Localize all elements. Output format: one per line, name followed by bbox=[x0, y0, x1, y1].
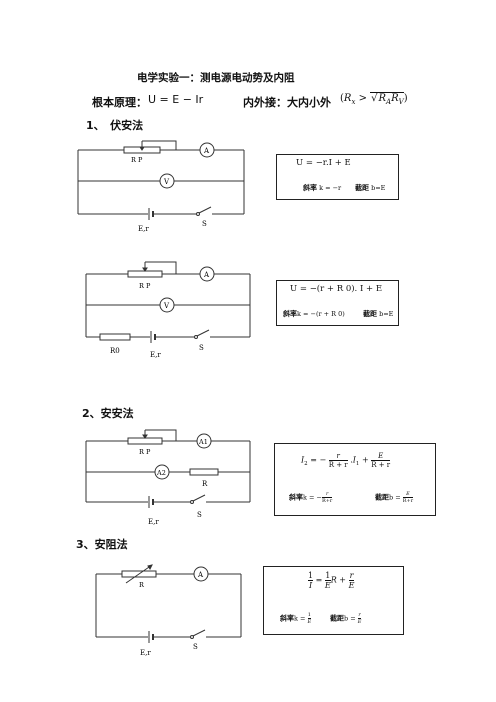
box1-slope-label: 斜率 bbox=[303, 184, 317, 192]
box1-intercept-label: 截距 bbox=[355, 184, 369, 192]
c3-ammeter2-label: A2 bbox=[156, 469, 166, 477]
c2-rp-label: R P bbox=[139, 282, 151, 290]
section-3-heading: 3、安阻法 bbox=[76, 538, 128, 551]
c3-r-label: R bbox=[202, 480, 208, 488]
box2-intercept: b=E bbox=[379, 310, 394, 318]
section-1-heading: 1、 伏安法 bbox=[86, 119, 144, 132]
c4-r-label: R bbox=[139, 581, 145, 589]
c1-switch-label: S bbox=[202, 220, 207, 228]
page-title: 电学实验一：测电源电动势及内阻 bbox=[137, 72, 295, 84]
box4-slope-label: 斜率 bbox=[280, 614, 294, 623]
c3-rp-label: R P bbox=[139, 448, 151, 456]
box2-intercept-label: 截距 bbox=[363, 310, 377, 318]
formula-box-1: U = −r.I + E 斜率 k = −r 截距 b=E bbox=[276, 154, 399, 200]
c4-switch-label: S bbox=[193, 643, 198, 651]
c2-r0-label: R0 bbox=[110, 347, 120, 355]
c3-switch-label: S bbox=[197, 511, 202, 519]
c2-switch-label: S bbox=[199, 344, 204, 352]
box2-slope: k = −(r + R 0) bbox=[297, 310, 345, 318]
formula-box-2: U = −(r + R 0). I + E 斜率k = −(r + R 0) 截… bbox=[276, 280, 399, 326]
c3-ammeter1-label: A1 bbox=[198, 438, 208, 446]
inout-label: 内外接：大内小外 bbox=[243, 96, 331, 109]
box4-intercept-label: 截距 bbox=[330, 614, 344, 623]
c2-er-label: E,r bbox=[150, 351, 161, 359]
c2-voltmeter-label: V bbox=[163, 302, 170, 310]
principle-formula: U = E − Ir bbox=[148, 93, 204, 106]
c1-er-label: E,r bbox=[138, 225, 149, 233]
section-2-heading: 2、安安法 bbox=[82, 407, 134, 420]
c1-voltmeter-label: V bbox=[163, 178, 170, 186]
c4-er-label: E,r bbox=[140, 649, 151, 657]
c2-ammeter-label: A bbox=[203, 271, 210, 279]
c4-ammeter-label: A bbox=[197, 571, 204, 579]
c3-er-label: E,r bbox=[148, 518, 159, 526]
box1-slope: k = −r bbox=[319, 184, 342, 192]
box1-equation: U = −r.I + E bbox=[296, 158, 351, 168]
c1-rp-label: R P bbox=[131, 156, 143, 164]
box3-slope-label: 斜率 bbox=[289, 493, 303, 502]
box2-slope-label: 斜率 bbox=[283, 310, 297, 318]
inout-formula: (Rx > √RARV) bbox=[340, 92, 408, 106]
box2-equation: U = −(r + R 0). I + E bbox=[290, 284, 383, 294]
c1-ammeter-label: A bbox=[203, 147, 210, 155]
box1-intercept: b=E bbox=[371, 184, 386, 192]
box3-intercept-label: 截距 bbox=[375, 493, 389, 502]
principle-label: 根本原理： bbox=[92, 96, 147, 109]
